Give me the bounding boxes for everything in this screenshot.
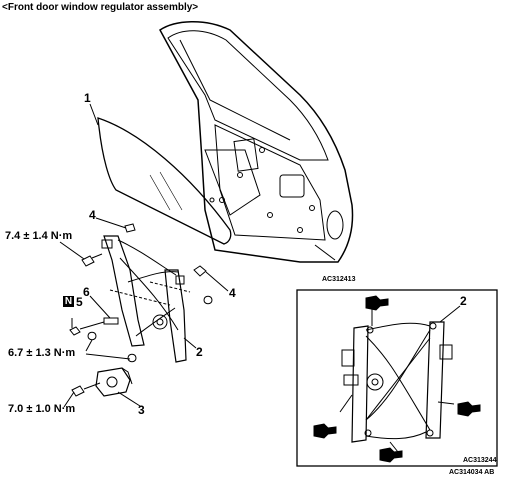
torque-regulator-bolts: 6.7 ± 1.3 N·m bbox=[8, 347, 76, 359]
callout-part-4-right: 4 bbox=[229, 286, 236, 300]
torque-upper-bolt: 7.4 ± 1.4 N·m bbox=[5, 230, 73, 242]
regulator-inset bbox=[339, 308, 455, 453]
regulator-exploded bbox=[101, 235, 191, 363]
new-part-badge: N bbox=[63, 296, 74, 307]
callout-part-5: 5 bbox=[76, 295, 83, 309]
figure-code-composite: AC314034 AB bbox=[449, 469, 495, 476]
callout-part-4-upper: 4 bbox=[89, 208, 96, 222]
callout-part-2-inset: 2 bbox=[460, 294, 467, 308]
door-panel bbox=[159, 21, 354, 263]
figure-title: <Front door window regulator assembly> bbox=[2, 2, 199, 13]
torque-motor-bolt: 7.0 ± 1.0 N·m bbox=[8, 403, 76, 415]
grease-icons bbox=[313, 295, 481, 463]
figure-code-door: AC312413 bbox=[322, 276, 356, 283]
bolts bbox=[69, 223, 213, 397]
door-glass bbox=[97, 117, 232, 245]
callout-part-6: 6 bbox=[83, 285, 90, 299]
figure-code-inset: AC313244 bbox=[463, 457, 497, 464]
regulator-motor bbox=[95, 367, 133, 397]
callout-part-3: 3 bbox=[138, 403, 145, 417]
inset-frame bbox=[296, 289, 498, 467]
callout-part-2: 2 bbox=[196, 345, 203, 359]
callout-part-1: 1 bbox=[84, 91, 91, 105]
